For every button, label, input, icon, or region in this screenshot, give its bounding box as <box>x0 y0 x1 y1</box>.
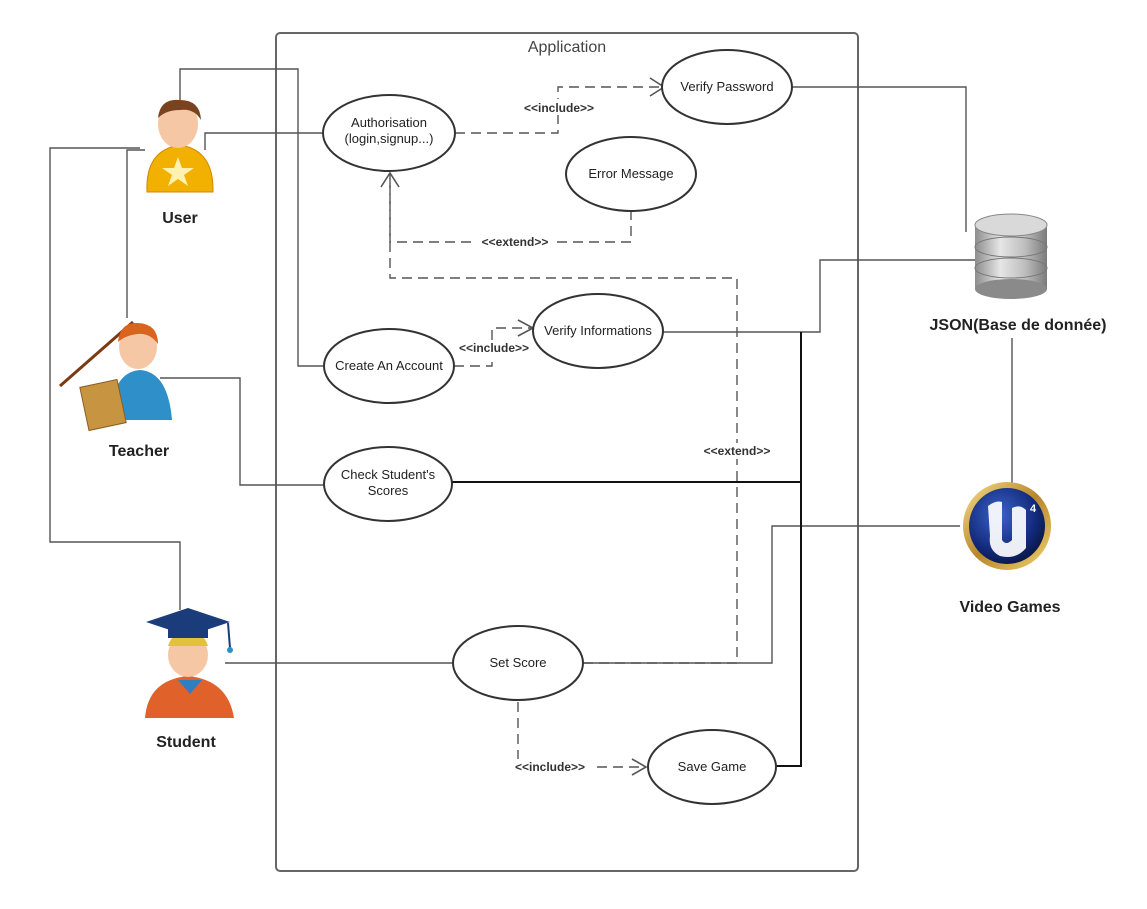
usecase-check-scores-sublabel: Scores <box>368 483 409 498</box>
gen-student-user <box>49 147 181 610</box>
label-include-save: <<include>> <box>515 760 585 774</box>
assoc-user-authorisation <box>204 132 323 150</box>
unreal-engine-icon: 4 <box>963 482 1051 570</box>
usecase-create-account-label: Create An Account <box>335 358 443 373</box>
assoc-user-create-account <box>179 68 324 367</box>
actor-student-label: Student <box>156 734 216 751</box>
actor-database-label: JSON(Base de donnée) <box>930 317 1107 334</box>
include-auth-password <box>455 86 662 134</box>
svg-text:4: 4 <box>1030 503 1037 515</box>
usecase-authorisation-label: Authorisation <box>351 115 427 130</box>
actor-user-label: User <box>162 210 198 227</box>
assoc-teacher-check-scores <box>160 377 324 486</box>
bus-lines <box>452 332 802 767</box>
arrow-authorisation <box>380 171 400 188</box>
system-boundary <box>275 32 859 872</box>
assoc-set-score-video-games <box>583 525 960 664</box>
arrow-save-game <box>631 758 648 776</box>
usecase-error-message-label: Error Message <box>588 166 673 181</box>
database-icon <box>974 213 1048 299</box>
gen-teacher-user <box>126 149 145 318</box>
label-extend-error: <<extend>> <box>482 235 549 249</box>
use-case-labels: Authorisation (login,signup...) Verify P… <box>335 79 773 774</box>
usecase-authorisation <box>322 94 456 172</box>
usecase-verify-password <box>661 49 793 125</box>
usecase-error-message <box>565 136 697 212</box>
usecase-save-game <box>647 729 777 805</box>
usecase-check-scores-label: Check Student's <box>341 467 436 482</box>
label-include-verify: <<include>> <box>459 341 529 355</box>
user-avatar-icon <box>146 99 214 193</box>
bus-vertical <box>775 332 802 767</box>
stereotype-labels: <<include>> <<extend>> <<include>> <<ext… <box>452 99 778 775</box>
actor-video-games-label: Video Games <box>959 599 1060 616</box>
usecase-authorisation-sublabel: (login,signup...) <box>345 131 434 146</box>
use-cases <box>322 49 793 805</box>
association-lines <box>49 68 1013 664</box>
usecase-save-game-label: Save Game <box>678 759 747 774</box>
usecase-check-scores <box>323 446 453 522</box>
label-include-password: <<include>> <box>524 101 594 115</box>
assoc-password-db <box>792 86 967 232</box>
system-title: Application <box>528 39 606 56</box>
actor-teacher-label: Teacher <box>109 443 169 460</box>
assoc-informations-db <box>663 259 975 333</box>
usecase-verify-informations-label: Verify Informations <box>544 323 652 338</box>
include-setscore-save <box>517 702 645 768</box>
teacher-avatar-icon <box>59 320 172 432</box>
usecase-verify-informations <box>532 293 664 369</box>
label-extend-setscore: <<extend>> <box>704 444 771 458</box>
extend-setscore-auth <box>389 174 738 664</box>
usecase-create-account <box>323 328 455 404</box>
usecase-set-score <box>452 625 584 701</box>
arrow-heads <box>380 77 666 776</box>
usecase-verify-password-label: Verify Password <box>680 79 773 94</box>
student-avatar-icon <box>145 608 234 718</box>
usecase-set-score-label: Set Score <box>489 655 546 670</box>
